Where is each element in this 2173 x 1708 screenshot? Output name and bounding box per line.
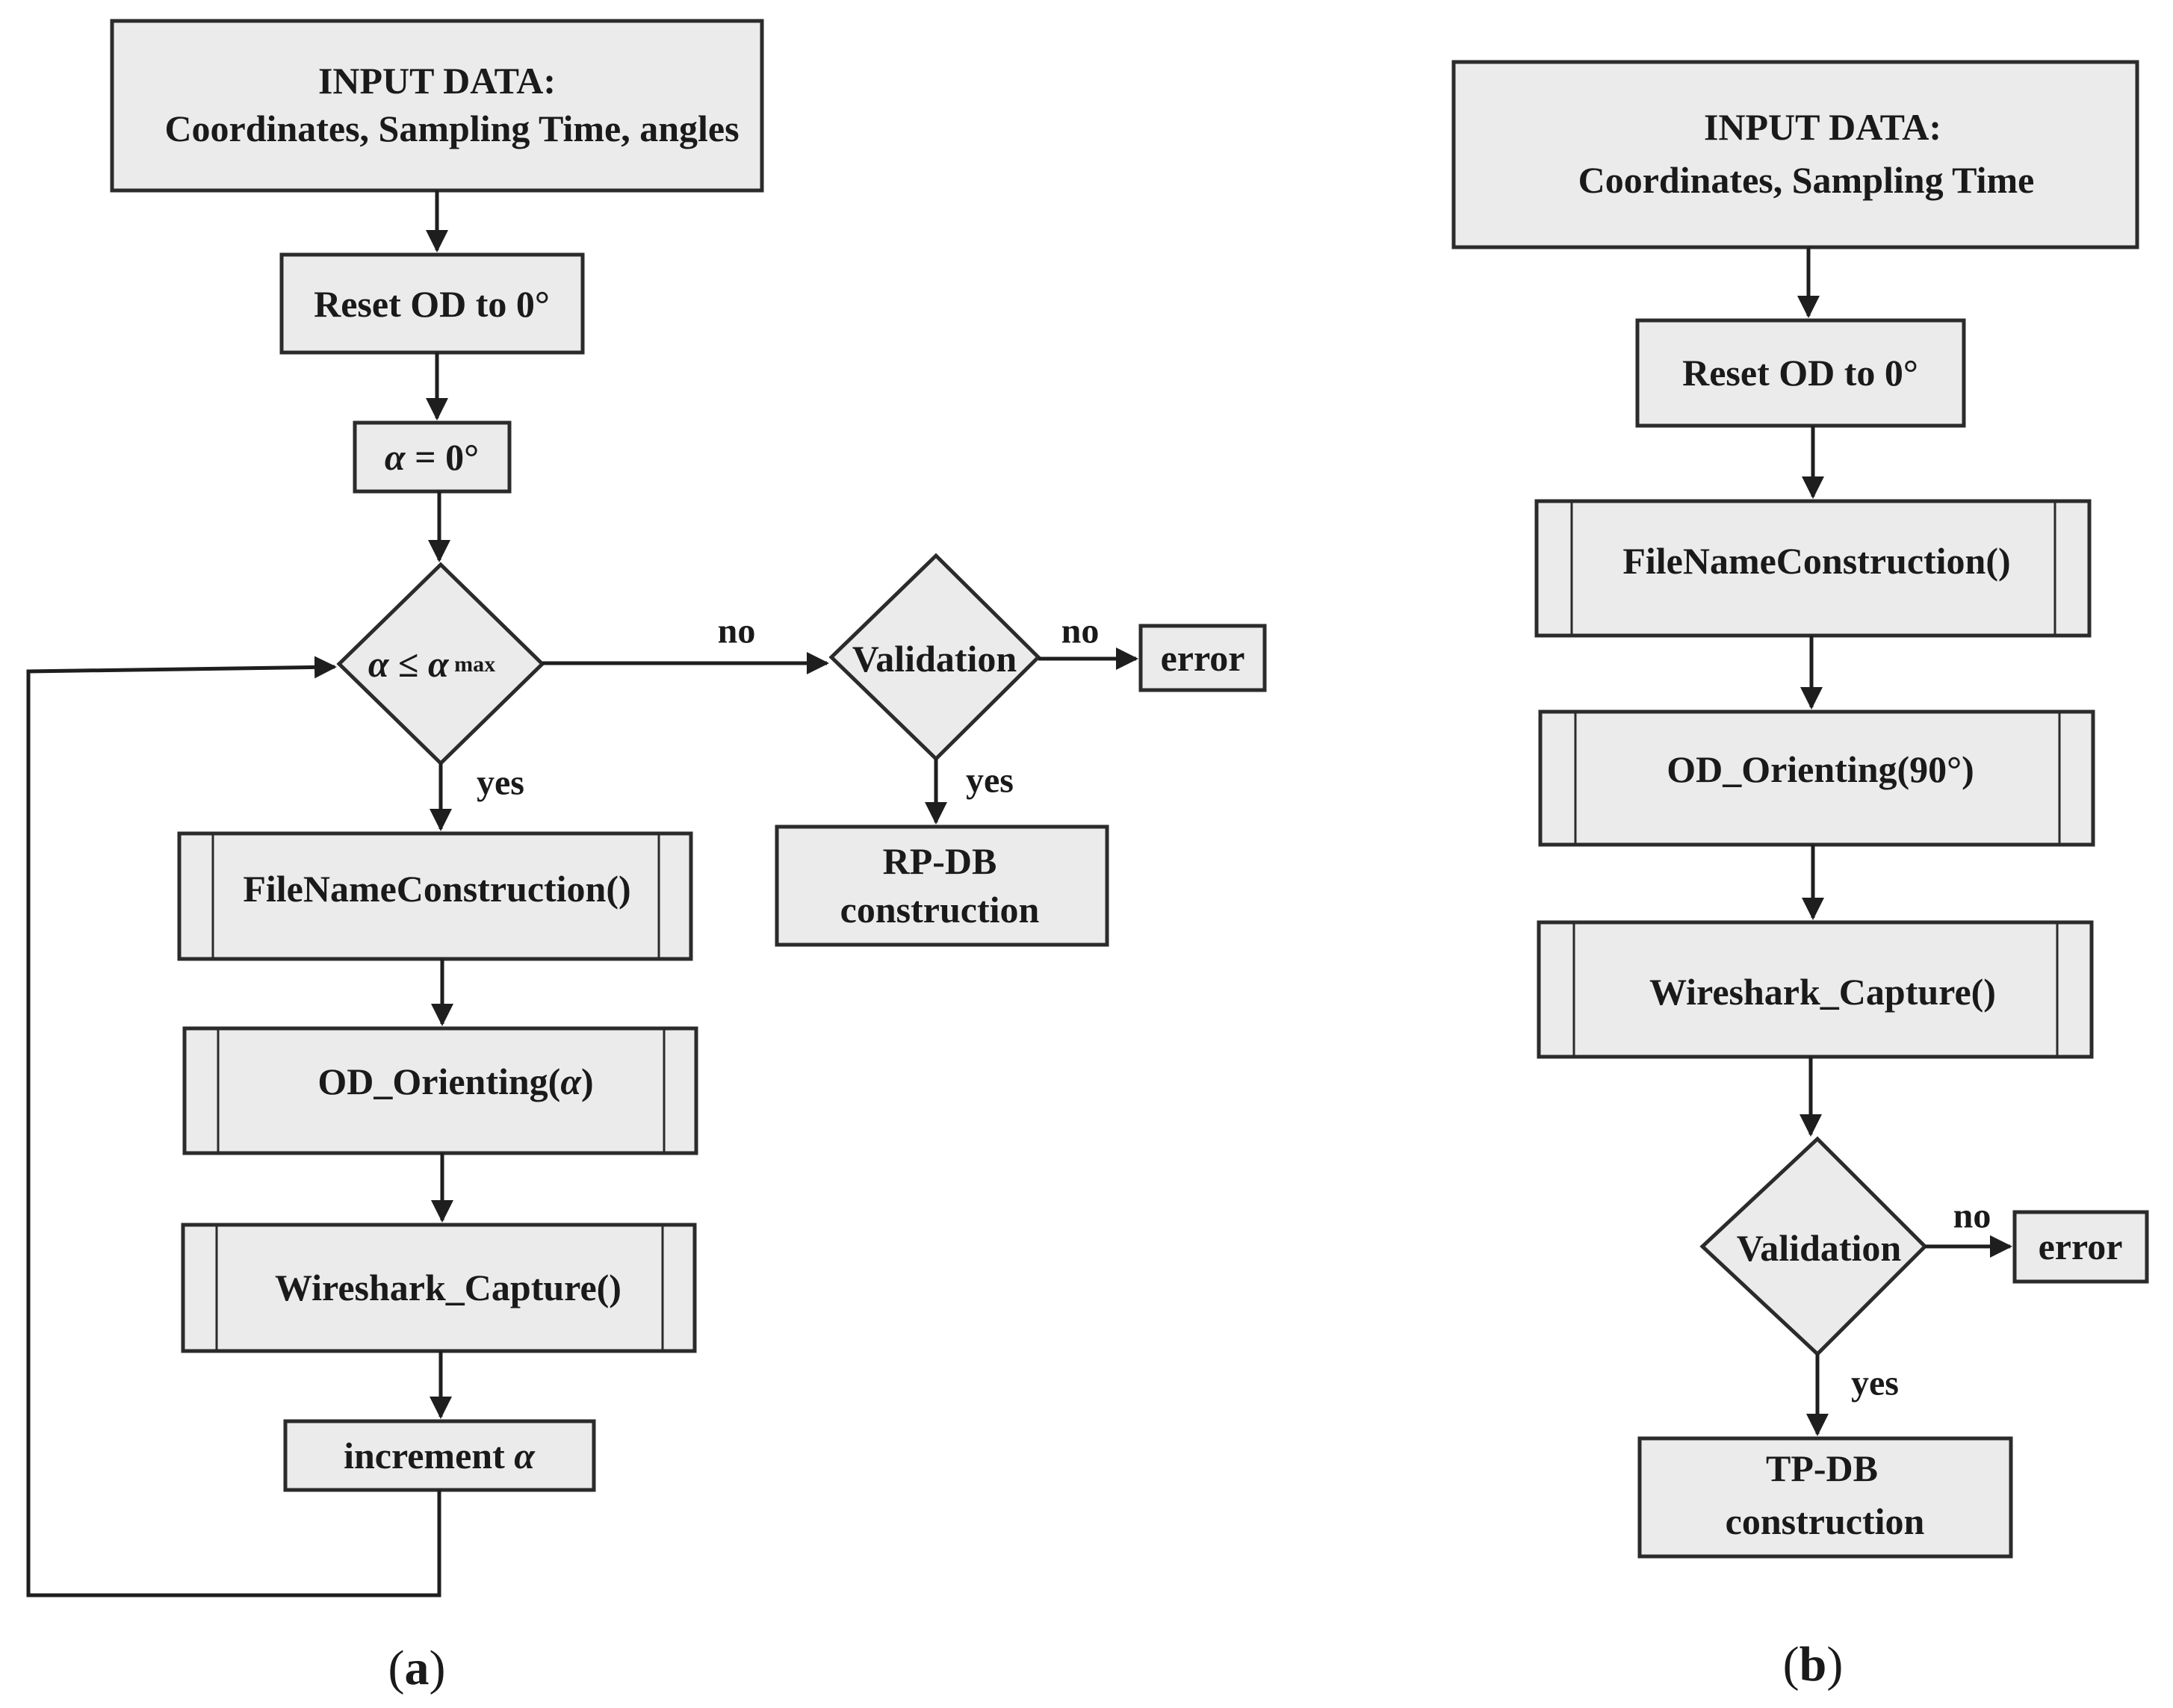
a-filename-construction-box: FileNameConstruction() bbox=[177, 831, 693, 961]
a-error-box: error bbox=[1138, 624, 1267, 692]
b-od-orienting-box: OD_Orienting(90°) bbox=[1538, 709, 2095, 847]
b-edge-no-label: no bbox=[1953, 1196, 1991, 1236]
a-input-data-details: Coordinates, Sampling Time, angles bbox=[164, 108, 739, 149]
a-rp-db-subtitle: construction bbox=[840, 889, 1040, 931]
b-edge-yes-label: yes bbox=[1851, 1364, 1899, 1403]
a-validation-label: Validation bbox=[852, 638, 1017, 680]
b-error-label: error bbox=[2039, 1226, 2123, 1267]
a-caption: (a) bbox=[388, 1641, 446, 1695]
a-edge-no-label: no bbox=[718, 612, 756, 651]
b-reset-od-label: Reset OD to 0° bbox=[1682, 352, 1918, 394]
b-connectors bbox=[1797, 247, 2012, 1436]
b-validation-diamond: Validation bbox=[1699, 1136, 1928, 1357]
b-filename-construction-box: FileNameConstruction() bbox=[1534, 499, 2092, 638]
a-validation-diamond: Validation bbox=[828, 553, 1041, 762]
b-wireshark-capture-box: Wireshark_Capture() bbox=[1537, 920, 2094, 1059]
b-input-data-details: Coordinates, Sampling Time bbox=[1578, 159, 2035, 201]
a-reset-od-box: Reset OD to 0° bbox=[279, 252, 585, 355]
a-filename-construction-label: FileNameConstruction() bbox=[243, 868, 630, 910]
a-input-data-box: INPUT DATA: Coordinates, Sampling Time, … bbox=[110, 19, 764, 193]
b-tp-db-subtitle: construction bbox=[1726, 1500, 1925, 1542]
a-edge-yes-label: yes bbox=[477, 763, 524, 803]
b-tp-db-construction-box: TP-DB construction bbox=[1637, 1436, 2013, 1559]
b-wireshark-capture-label: Wireshark_Capture() bbox=[1649, 971, 1996, 1013]
a-edge-no-label-2: no bbox=[1061, 612, 1100, 651]
a-loop-back-arrow bbox=[26, 656, 441, 1597]
a-wireshark-capture-label: Wireshark_Capture() bbox=[275, 1267, 621, 1308]
a-alpha-init-label: α = 0° bbox=[385, 436, 479, 478]
a-edge-yes-label-2: yes bbox=[966, 761, 1014, 801]
panel-b: INPUT DATA: Coordinates, Sampling Time R… bbox=[1451, 60, 2149, 1692]
b-input-data-box: INPUT DATA: Coordinates, Sampling Time bbox=[1451, 60, 2139, 249]
a-loop-condition-label: α ≤ α max bbox=[368, 643, 495, 685]
a-reset-od-label: Reset OD to 0° bbox=[314, 283, 550, 325]
b-tp-db-title: TP-DB bbox=[1766, 1447, 1878, 1489]
b-validation-label: Validation bbox=[1737, 1227, 1902, 1269]
a-increment-alpha-box: increment α bbox=[283, 1419, 596, 1492]
b-reset-od-box: Reset OD to 0° bbox=[1635, 318, 1966, 428]
a-od-orienting-box: OD_Orienting(α) bbox=[182, 1026, 698, 1155]
a-loop-condition-diamond: α ≤ α max bbox=[336, 562, 545, 766]
a-rp-db-title: RP-DB bbox=[883, 840, 997, 882]
b-od-orienting-label: OD_Orienting(90°) bbox=[1667, 748, 1974, 790]
a-od-orienting-label: OD_Orienting(α) bbox=[317, 1060, 593, 1102]
a-error-label: error bbox=[1161, 637, 1245, 679]
b-error-box: error bbox=[2012, 1210, 2149, 1284]
a-connectors bbox=[26, 190, 1138, 1597]
a-wireshark-capture-box: Wireshark_Capture() bbox=[181, 1223, 697, 1353]
b-filename-construction-label: FileNameConstruction() bbox=[1622, 540, 2010, 582]
a-input-data-title: INPUT DATA: bbox=[318, 60, 556, 102]
a-rp-db-construction-box: RP-DB construction bbox=[775, 825, 1109, 947]
b-input-data-title: INPUT DATA: bbox=[1704, 106, 1941, 148]
panel-a: INPUT DATA: Coordinates, Sampling Time, … bbox=[26, 19, 1267, 1695]
a-increment-alpha-label: increment α bbox=[344, 1435, 536, 1476]
a-alpha-init-box: α = 0° bbox=[353, 420, 512, 494]
b-caption: (b) bbox=[1783, 1637, 1844, 1692]
